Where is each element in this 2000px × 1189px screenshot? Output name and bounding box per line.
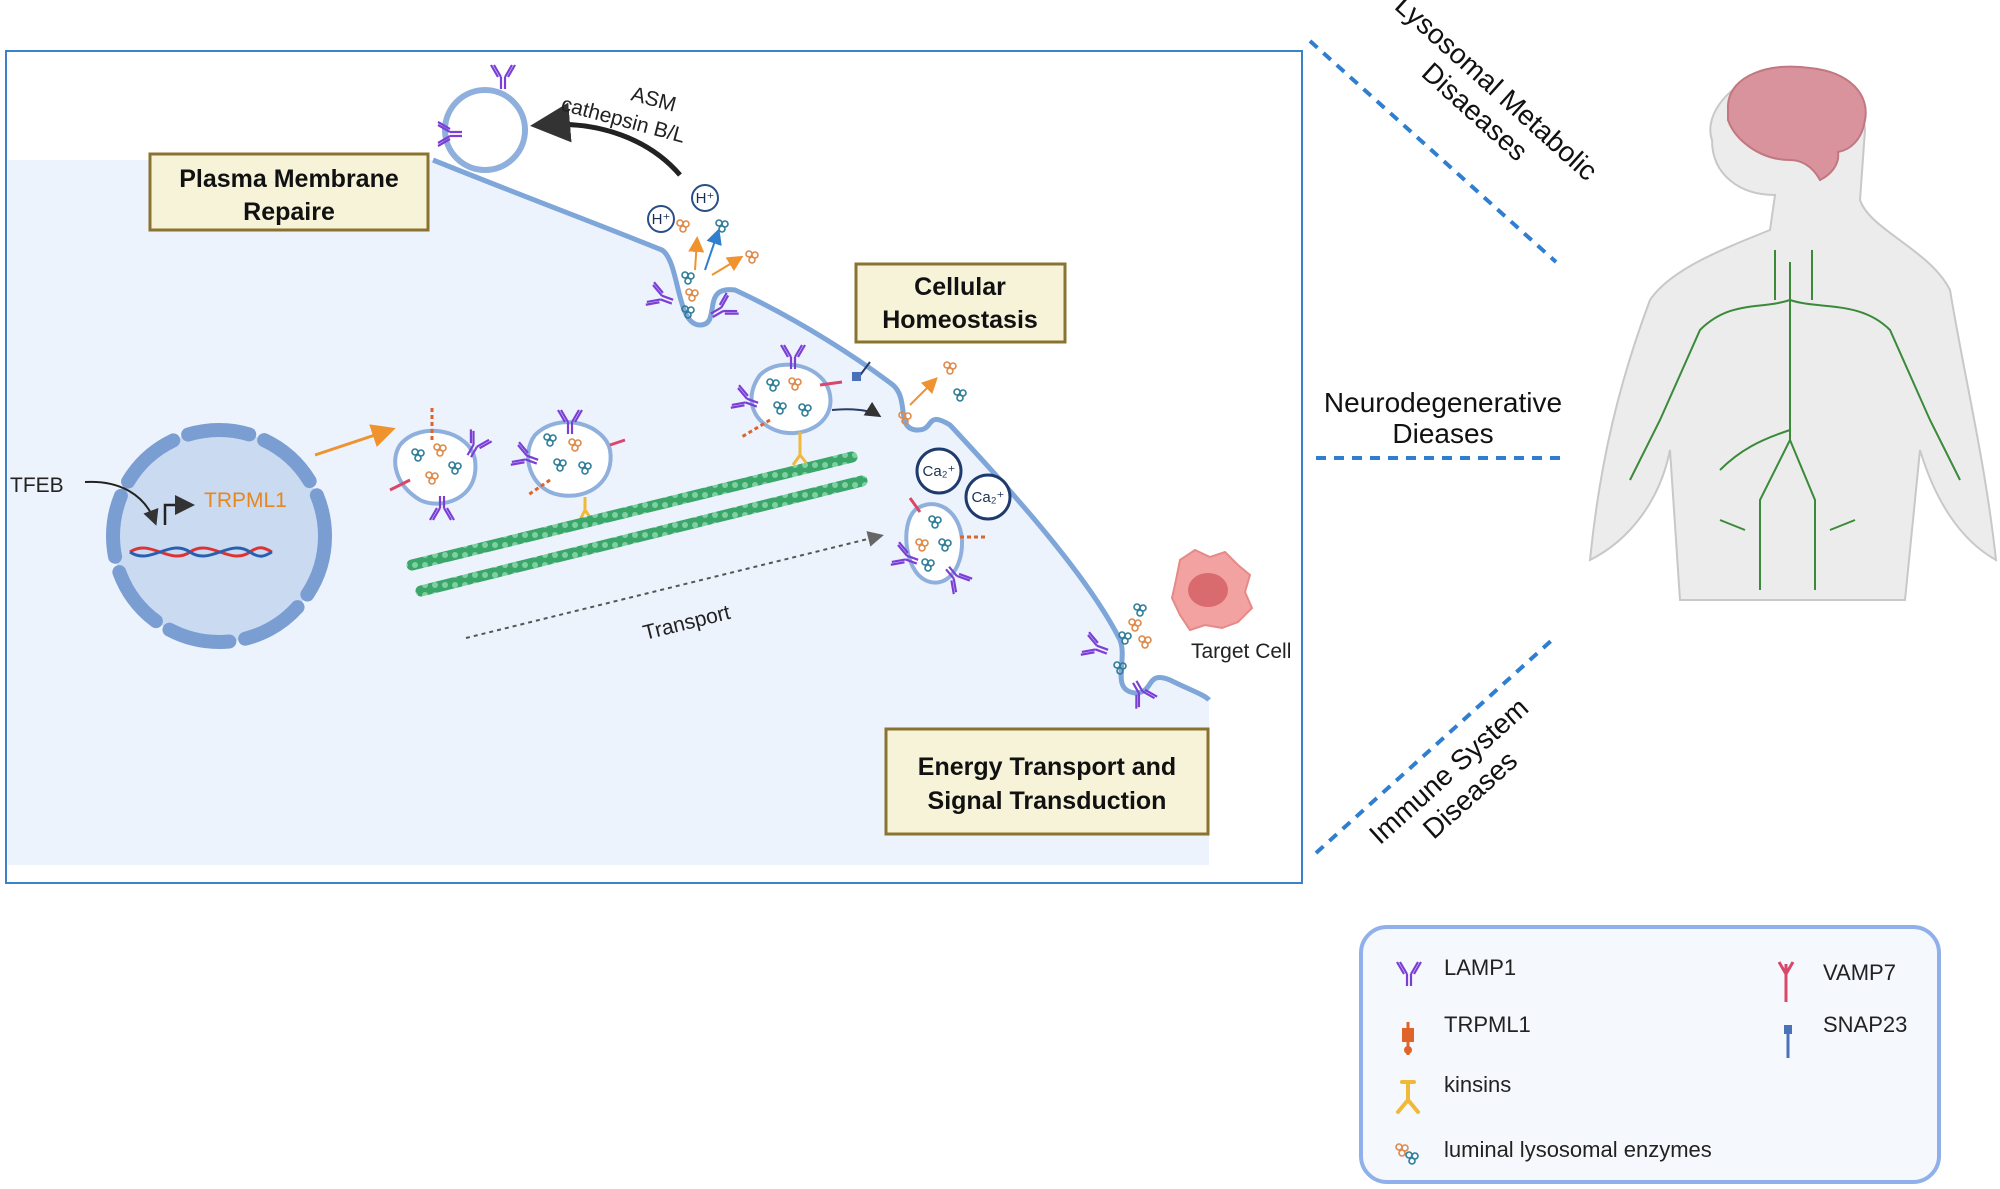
microtubule: [415, 475, 868, 597]
svg-text:H⁺: H⁺: [652, 211, 671, 228]
legend-item-snap23: SNAP23: [1784, 1012, 1907, 1058]
svg-text:Repaire: Repaire: [243, 198, 335, 226]
proton-ion: H⁺: [647, 205, 675, 233]
lysosome: [729, 343, 882, 466]
plasma-membrane: [432, 157, 1211, 702]
lysosome: [509, 408, 626, 521]
legend-item-kinesin: kinsins: [1396, 1072, 1511, 1114]
proton-ion: H⁺: [691, 184, 719, 212]
svg-text:H⁺: H⁺: [696, 190, 715, 207]
secretion-arrow: [530, 102, 682, 177]
legend-item-enzymes: luminal lysosomal enzymes: [1395, 1137, 1712, 1165]
immune-system-diseases-label: Immune System Diseases: [1363, 692, 1534, 850]
svg-text:luminal lysosomal enzymes: luminal lysosomal enzymes: [1444, 1137, 1712, 1162]
target-cell: [1170, 548, 1254, 632]
legend: LAMP1 TRPML1 kinsins luminal lysosomal e…: [1359, 925, 1941, 1184]
tfeb-label: TFEB: [10, 474, 64, 497]
lysosomal-metabolic-diseases-label: Lysosomal Metabolic Disaeases: [1389, 0, 1603, 187]
svg-text:TRPML1: TRPML1: [1444, 1012, 1531, 1037]
svg-text:Ca₂⁺: Ca₂⁺: [923, 463, 956, 480]
svg-text:Ca₂⁺: Ca₂⁺: [972, 489, 1005, 506]
target-cell-label: Target Cell: [1191, 640, 1291, 663]
neurodegenerative-diseases-label: Neurodegenerative Dieases: [1324, 387, 1562, 449]
vamp7-icon: [1777, 961, 1795, 1002]
svg-text:Homeostasis: Homeostasis: [882, 306, 1038, 334]
svg-text:Energy Transport and: Energy Transport and: [918, 753, 1176, 781]
svg-text:Lysosomal Metabolic: Lysosomal Metabolic: [1389, 0, 1603, 187]
legend-item-trpml1: TRPML1: [1402, 1012, 1531, 1055]
energy-transport-box: Energy Transport and Signal Transduction: [884, 727, 1210, 836]
kinesin-icon: [1396, 1080, 1420, 1114]
calcium-ion: Ca₂⁺: [964, 473, 1012, 521]
trpml1-gene-label: TRPML1: [204, 489, 287, 512]
lysosome: [389, 408, 493, 522]
trpml1-icon: [1402, 1022, 1414, 1055]
plasma-membrane-repair-box: Plasma Membrane Repaire: [148, 152, 430, 232]
legend-item-vamp7: VAMP7: [1777, 960, 1896, 1002]
nucleus: [106, 423, 332, 649]
transport-arrow: [465, 531, 884, 639]
svg-text:Dieases: Dieases: [1392, 418, 1493, 449]
cellular-homeostasis-box: Cellular Homeostasis: [854, 262, 1067, 344]
human-body-illustration: [1588, 65, 1998, 601]
brain-icon: [1727, 65, 1867, 182]
svg-text:VAMP7: VAMP7: [1823, 960, 1896, 985]
svg-text:Neurodegenerative: Neurodegenerative: [1324, 387, 1562, 418]
lysosome: [889, 497, 988, 596]
dashed-connector: [1308, 39, 1558, 264]
svg-text:Plasma Membrane: Plasma Membrane: [179, 165, 399, 193]
svg-text:kinsins: kinsins: [1444, 1072, 1511, 1097]
svg-text:SNAP23: SNAP23: [1823, 1012, 1907, 1037]
legend-item-lamp1: LAMP1: [1395, 955, 1516, 988]
svg-text:LAMP1: LAMP1: [1444, 955, 1516, 980]
calcium-ion: Ca₂⁺: [915, 447, 963, 495]
microtubule: [406, 451, 858, 571]
svg-text:Signal Transduction: Signal Transduction: [928, 787, 1167, 815]
svg-text:Cellular: Cellular: [914, 273, 1006, 301]
